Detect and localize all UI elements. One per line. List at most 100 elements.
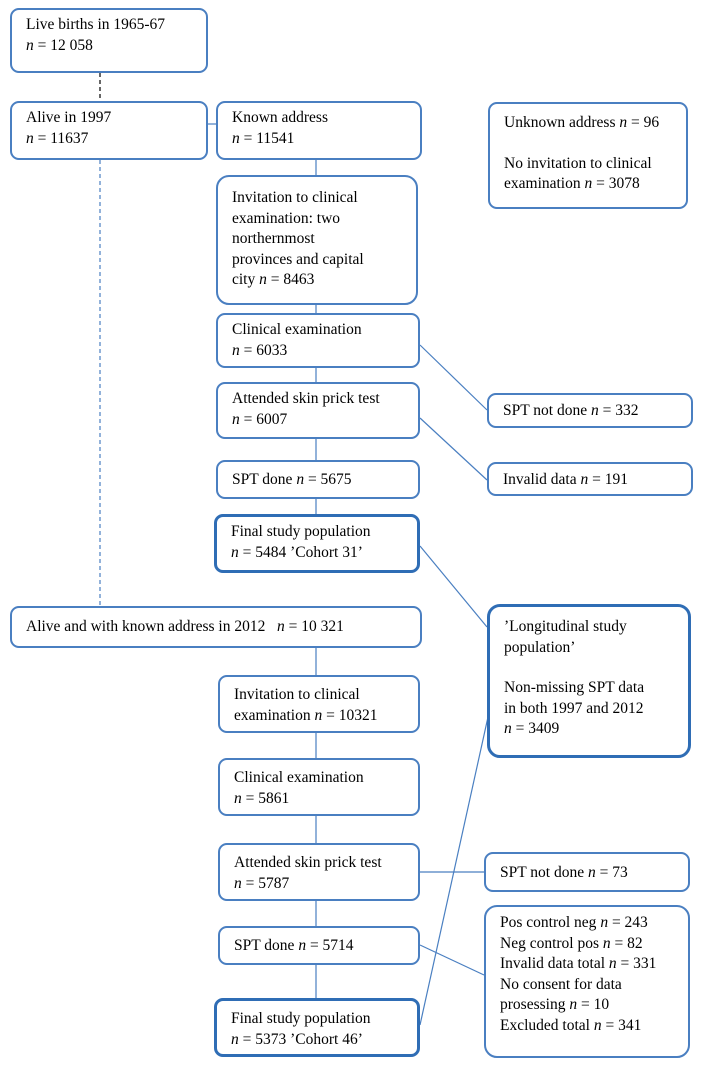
invalid-data-total-label: Invalid data total	[500, 955, 609, 972]
n-symbol: n	[591, 402, 599, 419]
connector-sptdone2012-to-exclusions	[419, 944, 485, 976]
excluded-total-count: = 341	[601, 1016, 642, 1034]
spt-not-done-1997-count: = 332	[598, 402, 639, 419]
invalid-data-1997-label: Invalid data	[503, 471, 581, 488]
spt-done-1997-count: = 5675	[304, 471, 352, 488]
n-symbol: n	[232, 341, 240, 359]
pos-control-neg-count: = 243	[608, 914, 648, 931]
invalid-data-total-count: = 331	[616, 955, 657, 972]
attended-spt-1997-count: = 6007	[239, 410, 288, 428]
n-symbol: n	[231, 1030, 239, 1048]
invitation-1997-line5: city	[232, 271, 260, 288]
box-invitation-2012: Invitation to clinical examination n = 1…	[218, 675, 420, 733]
box-final-1997: Final study population n = 5484 ’Cohort …	[214, 514, 420, 573]
longitudinal-count: = 3409	[511, 720, 560, 737]
box-spt-done-1997: SPT done n = 5675	[216, 460, 420, 499]
n-symbol: n	[296, 471, 305, 488]
no-invitation-label: No invitation to clinical	[504, 154, 652, 172]
n-symbol: n	[231, 543, 239, 561]
final-1997-count: = 5484 ’Cohort 31’	[238, 543, 363, 561]
attended-spt-2012-label: Attended skin prick test	[234, 854, 382, 871]
clinical-1997-label: Clinical examination	[232, 321, 362, 338]
no-invitation-count: = 3078	[592, 175, 640, 192]
longitudinal-line1: ’Longitudinal study	[504, 618, 627, 635]
box-longitudinal-population: ’Longitudinal study population’ Non-miss…	[487, 604, 691, 758]
neg-control-pos-label: Neg control pos	[500, 934, 603, 952]
no-consent-count: = 10	[577, 996, 610, 1013]
box-live-births: Live births in 1965-67 n = 12 058	[10, 8, 208, 73]
clinical-2012-count: = 5861	[241, 789, 290, 807]
invalid-data-1997-count: = 191	[588, 471, 628, 488]
no-consent-label: No consent for data	[500, 975, 622, 993]
invitation-1997-line2: examination: two	[232, 209, 341, 227]
n-symbol: n	[584, 175, 593, 192]
final-2012-label: Final study population	[231, 1010, 371, 1027]
n-symbol: n	[569, 996, 578, 1013]
unknown-address-count: = 96	[627, 114, 660, 131]
spt-done-2012-label: SPT done	[234, 937, 299, 954]
n-symbol: n	[26, 129, 34, 147]
spt-done-1997-label: SPT done	[232, 471, 297, 488]
n-symbol: n	[588, 864, 596, 881]
box-attended-spt-2012: Attended skin prick test n = 5787	[218, 843, 420, 901]
spt-done-2012-count: = 5714	[306, 937, 354, 954]
live-births-count: = 12 058	[33, 36, 93, 54]
longitudinal-line3: Non-missing SPT data	[504, 679, 645, 696]
box-clinical-2012: Clinical examination n = 5861	[218, 758, 420, 816]
prosessing-label: prosessing	[500, 996, 570, 1013]
n-symbol: n	[602, 934, 611, 952]
n-symbol: n	[580, 471, 589, 488]
n-symbol: n	[276, 618, 285, 635]
alive-1997-label: Alive in 1997	[26, 109, 112, 126]
connector-attended-to-invalid	[419, 417, 488, 481]
box-invitation-1997: Invitation to clinical examination: two …	[216, 175, 418, 305]
n-symbol: n	[298, 937, 307, 954]
n-symbol: n	[619, 114, 628, 131]
attended-spt-2012-count: = 5787	[241, 874, 290, 892]
live-births-label: Live births in 1965-67	[26, 16, 166, 33]
n-symbol: n	[232, 129, 240, 147]
box-alive-1997: Alive in 1997 n = 11637	[10, 101, 208, 160]
excluded-total-label: Excluded total	[500, 1016, 594, 1034]
box-spt-not-done-2012: SPT not done n = 73	[484, 852, 690, 892]
final-2012-count: = 5373 ’Cohort 46’	[238, 1030, 363, 1048]
longitudinal-line2: population’	[504, 638, 576, 656]
box-unknown-address: Unknown address n = 96 No invitation to …	[488, 102, 688, 209]
invitation-1997-line1: Invitation to clinical	[232, 189, 358, 206]
final-1997-label: Final study population	[231, 523, 371, 540]
box-invalid-data-1997: Invalid data n = 191	[487, 462, 693, 496]
box-exclusions-2012: Pos control neg n = 243 Neg control pos …	[484, 905, 690, 1058]
n-symbol: n	[26, 36, 34, 54]
known-address-count: = 11541	[239, 129, 295, 147]
clinical-2012-label: Clinical examination	[234, 769, 364, 786]
alive-2012-label: Alive and with known address in 2012	[26, 618, 277, 635]
invitation-2012-line2: examination	[234, 706, 315, 724]
neg-control-pos-count: = 82	[610, 934, 643, 952]
n-symbol: n	[234, 789, 242, 807]
connector-final1997-to-longitudinal	[419, 545, 488, 628]
box-attended-spt-1997: Attended skin prick test n = 6007	[216, 382, 420, 439]
longitudinal-line4: in both 1997 and 2012	[504, 699, 644, 717]
box-known-address: Known address n = 11541	[216, 101, 422, 160]
n-symbol: n	[608, 955, 617, 972]
n-symbol: n	[259, 271, 267, 288]
connector-clinical-to-sptnotdone	[419, 344, 488, 411]
invitation-1997-count: = 8463	[266, 271, 315, 288]
invitation-1997-line3: northernmost	[232, 230, 315, 247]
alive-1997-count: = 11637	[33, 129, 89, 147]
box-clinical-1997: Clinical examination n = 6033	[216, 313, 420, 368]
spt-not-done-2012-label: SPT not done	[500, 864, 588, 881]
alive-2012-count: = 10 321	[284, 618, 344, 635]
box-alive-2012: Alive and with known address in 2012 n =…	[10, 606, 422, 648]
n-symbol: n	[593, 1016, 602, 1034]
box-spt-done-2012: SPT done n = 5714	[218, 926, 420, 965]
unknown-address-label: Unknown address	[504, 114, 620, 131]
box-final-2012: Final study population n = 5373 ’Cohort …	[214, 998, 420, 1057]
known-address-label: Known address	[232, 109, 328, 126]
n-symbol: n	[234, 874, 242, 892]
attended-spt-1997-label: Attended skin prick test	[232, 390, 380, 407]
pos-control-neg-label: Pos control neg	[500, 914, 601, 931]
invitation-2012-line1: Invitation to clinical	[234, 686, 360, 703]
no-invitation-label-2: examination	[504, 175, 585, 192]
n-symbol: n	[600, 914, 609, 931]
